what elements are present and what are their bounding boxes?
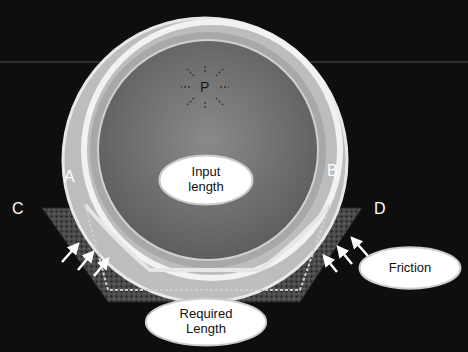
node-text: Friction <box>389 261 432 276</box>
pressure-core <box>98 40 318 260</box>
friction-arrows <box>62 238 368 276</box>
point-label: B <box>327 162 338 180</box>
inner-ring <box>84 22 340 278</box>
node-text: Required Length <box>166 307 246 337</box>
ellipse-label: Required Length <box>144 297 268 347</box>
point-label: P <box>200 79 209 95</box>
ring-gap <box>90 32 326 268</box>
ellipse-label: Friction <box>358 246 462 290</box>
outer-ring <box>63 18 347 302</box>
point-label: C <box>12 200 24 218</box>
point-label: D <box>374 200 386 218</box>
point-label: A <box>64 168 75 186</box>
ellipse-label: Input length <box>158 154 254 206</box>
required-profile <box>85 205 330 290</box>
deformed-wall <box>85 205 330 270</box>
node-text: Input length <box>176 165 236 195</box>
pressure-rays <box>181 64 229 110</box>
